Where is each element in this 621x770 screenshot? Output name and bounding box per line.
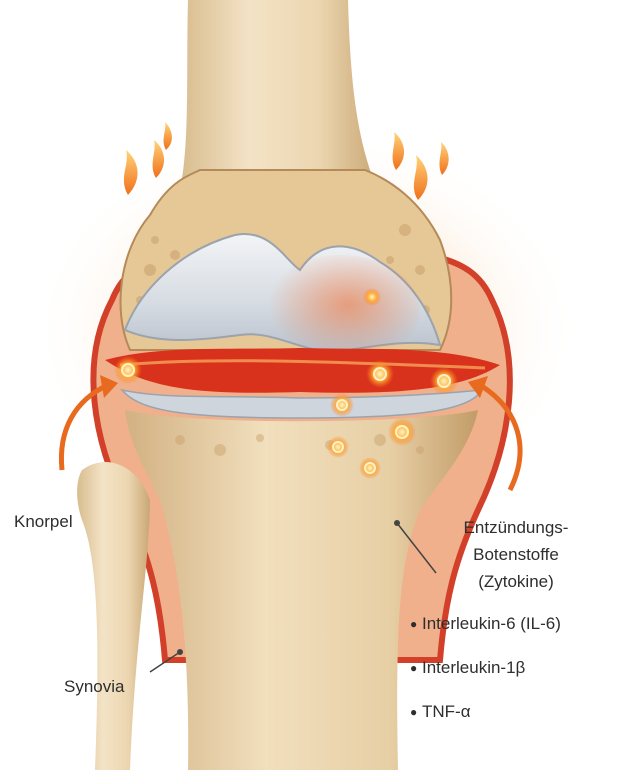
cytokine-name: Interleukin-6 (IL-6) (422, 614, 561, 633)
label-cytokines-line3: (Zytokine) (446, 568, 586, 595)
femur-shaft (180, 0, 378, 190)
fibula (77, 462, 150, 770)
list-item: ●Interleukin-6 (IL-6) (410, 613, 561, 657)
cytokine-name: Interleukin-1β (422, 658, 525, 677)
label-cytokines-line2: Botenstoffe (446, 541, 586, 568)
list-item: ●Interleukin-1β (410, 657, 561, 701)
cytokine-name: TNF-α (422, 702, 471, 721)
label-cytokines: Entzündungs- Botenstoffe (Zytokine) (446, 514, 586, 595)
label-synovia: Synovia (64, 676, 124, 697)
list-item: ●TNF-α (410, 701, 561, 745)
bullet-dot-icon: ● (410, 657, 422, 679)
bullet-dot-icon: ● (410, 701, 422, 723)
label-cartilage: Knorpel (14, 511, 73, 532)
bullet-dot-icon: ● (410, 613, 422, 635)
cytokine-list: ●Interleukin-6 (IL-6) ●Interleukin-1β ●T… (410, 613, 561, 745)
label-cytokines-line1: Entzündungs- (446, 514, 586, 541)
